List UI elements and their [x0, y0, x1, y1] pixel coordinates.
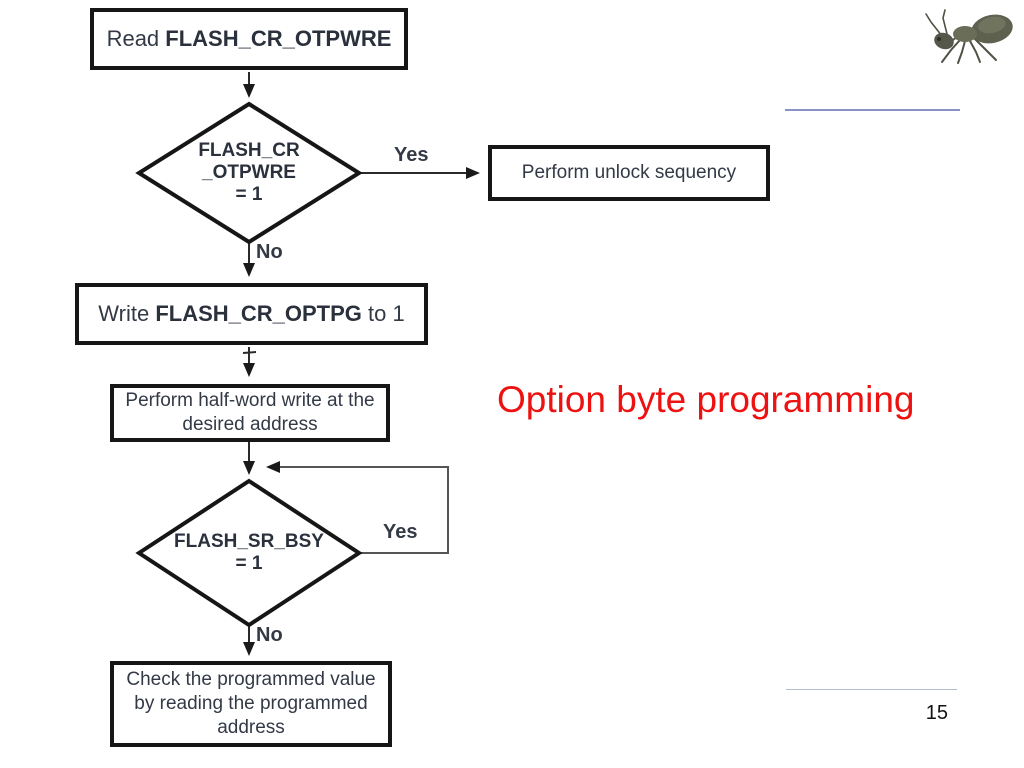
edge-tick — [242, 351, 257, 354]
footer-rule — [786, 689, 957, 690]
check-box-line2: by reading the programmed — [134, 693, 368, 714]
edge-label-no2: No — [256, 624, 283, 646]
unlock-box-label: Perform unlock sequency — [521, 162, 737, 183]
slide-title: Option byte programming — [497, 379, 915, 420]
edge-label-yes2: Yes — [383, 521, 418, 543]
halfword-box-line1: Perform half-word write at the — [125, 390, 375, 411]
edge-label-no1: No — [256, 241, 283, 263]
read-box-label: Read FLASH_CR_OTPWRE — [106, 26, 392, 51]
ant-image — [925, 9, 1013, 64]
check-box-line1: Check the programmed value — [126, 669, 376, 690]
check-box-line3: address — [217, 717, 285, 738]
header-rule — [785, 109, 960, 111]
read-flash-cr-otpwre-box: Read FLASH_CR_OTPWRE — [90, 8, 408, 70]
page-number: 15 — [925, 702, 948, 724]
check-programmed-value-box: Check the programmed value by reading th… — [110, 661, 392, 747]
decision-busy-diamond — [135, 478, 363, 628]
halfword-write-box: Perform half-word write at the desired a… — [110, 384, 390, 442]
edge-label-yes1: Yes — [394, 144, 429, 166]
write-box-label: Write FLASH_CR_OPTPG to 1 — [98, 301, 405, 326]
decision-busy-label: FLASH_SR_BSY = 1 — [174, 531, 324, 574]
write-flash-cr-optpg-box: Write FLASH_CR_OPTPG to 1 — [75, 283, 428, 345]
decision-otpwre-diamond — [135, 101, 363, 245]
halfword-box-line2: desired address — [182, 414, 318, 435]
perform-unlock-sequency-box: Perform unlock sequency — [488, 145, 770, 201]
edge-decision2-yes-loop — [266, 461, 449, 554]
decision-otpwre-label: FLASH_CR _OTPWRE = 1 — [198, 140, 300, 205]
